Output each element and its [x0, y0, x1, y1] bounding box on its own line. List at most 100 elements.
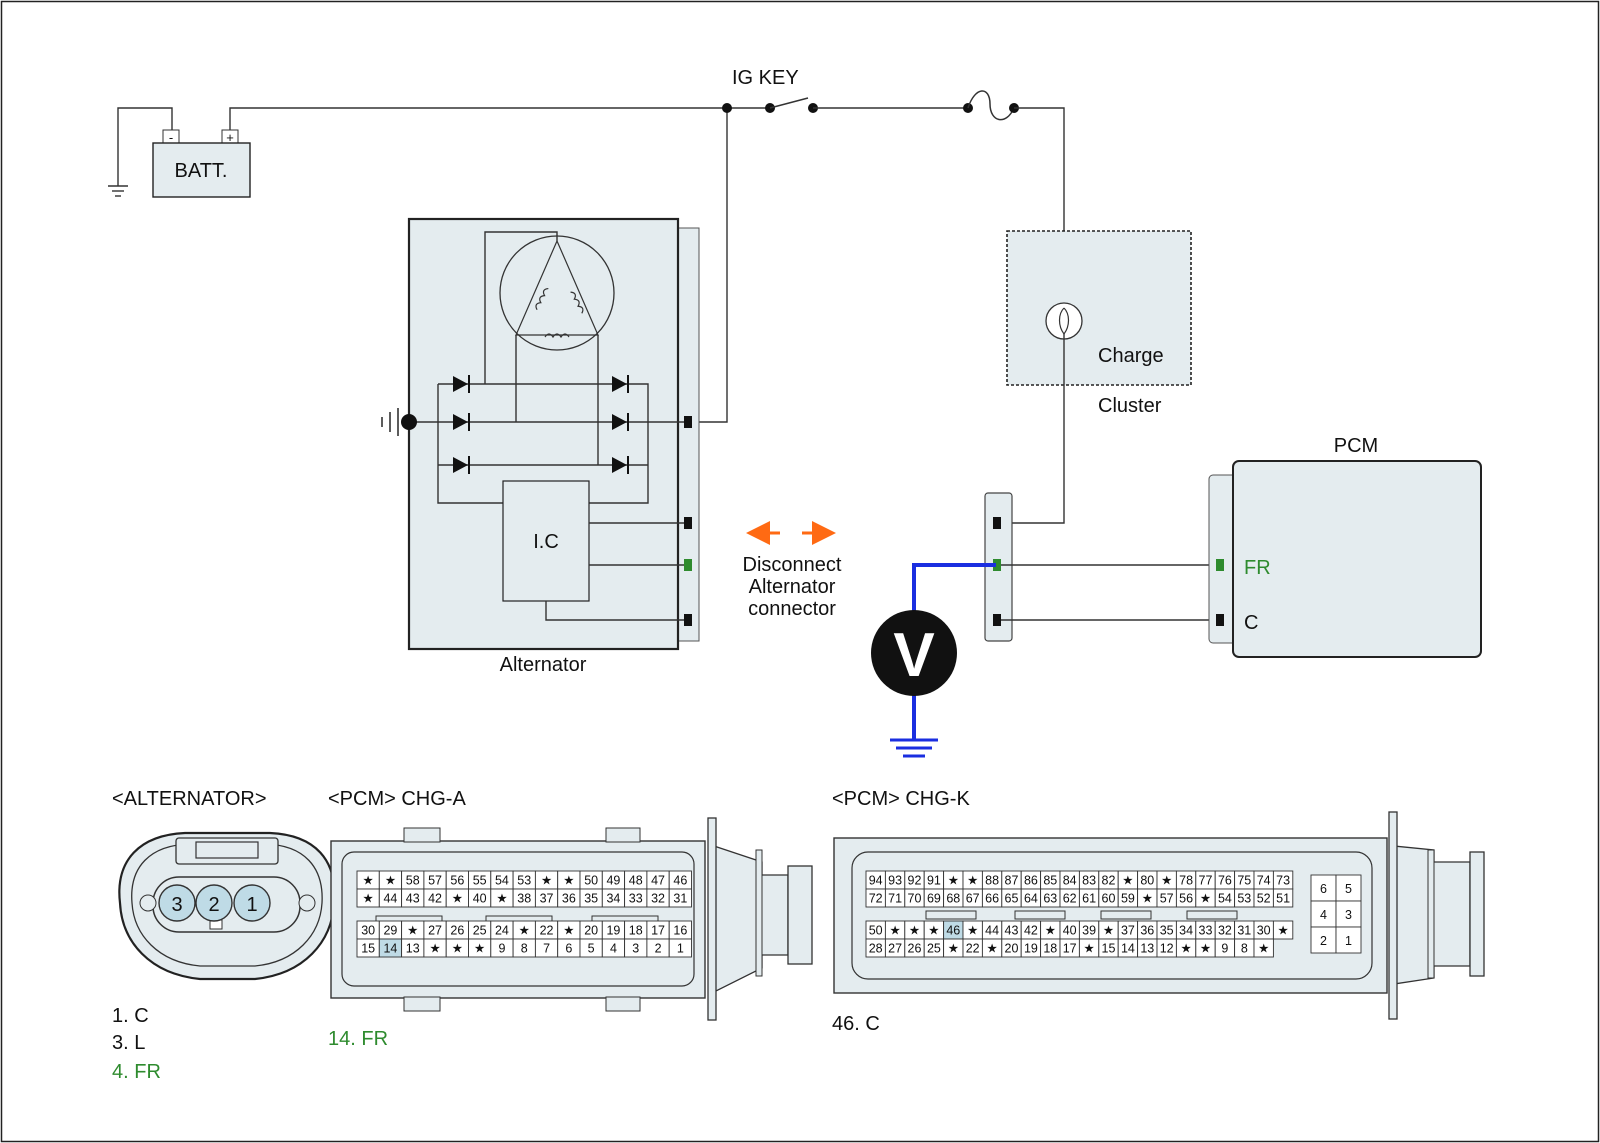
chg-k-pin-label: 84	[1063, 874, 1077, 888]
chg-a-pin-label: 56	[450, 874, 464, 888]
chg-a-cell	[668, 888, 692, 908]
alt-legend-3: 4. FR	[112, 1061, 161, 1083]
chg-k-pin-label: 65	[1005, 892, 1019, 906]
chg-a-pin-label: 40	[473, 892, 487, 906]
chg-a-pin-label: 29	[383, 924, 397, 938]
chg-k-pin-label: 69	[927, 892, 941, 906]
chg-a-pin-label: 18	[629, 924, 643, 938]
chg-k-side-pin-label: 3	[1345, 908, 1352, 922]
chg-k-pin-label: 42	[1024, 924, 1038, 938]
chg-k-pin-label: 87	[1005, 874, 1019, 888]
chg-k-pin-label: 22	[966, 942, 980, 956]
chg-k-legend: 46. C	[832, 1013, 880, 1035]
chg-k-pin-label: 46	[946, 924, 960, 938]
chg-a-pin-label: ★	[496, 892, 507, 906]
chg-k-pin-label: ★	[909, 924, 920, 938]
chg-k-pin-label: 91	[927, 874, 941, 888]
chg-k-pin-label: 76	[1218, 874, 1232, 888]
chg-a-pin-label: 38	[517, 892, 531, 906]
chg-k-connector-body	[833, 811, 1485, 1020]
chg-a-pin-label: 34	[606, 892, 620, 906]
battery: - + BATT.	[152, 129, 251, 198]
ig-key-label: IG KEY	[732, 67, 799, 89]
chg-k-pin-label: ★	[1277, 924, 1288, 938]
chg-a-pin-label: 55	[473, 874, 487, 888]
cluster-label: Cluster	[1098, 395, 1162, 417]
chg-a-pin-label: 8	[521, 942, 528, 956]
chg-a-pin-label: ★	[541, 874, 552, 888]
chg-a-pin-label: 57	[428, 874, 442, 888]
chg-k-side-cell	[1310, 874, 1337, 902]
alt-legend-2: 3. L	[112, 1032, 145, 1054]
chg-k-side-cell	[1335, 926, 1362, 954]
chg-k-pin-label: 35	[1160, 924, 1174, 938]
chg-k-pin-label: 54	[1218, 892, 1232, 906]
disconnect-note-line1: Disconnect	[743, 554, 842, 576]
chg-k-pin-label: ★	[948, 874, 959, 888]
chg-k-side-pin-label: 1	[1345, 934, 1352, 948]
chg-a-pin-label: 50	[584, 874, 598, 888]
chg-k-pin-label: 66	[985, 892, 999, 906]
chg-k-pin-label: 14	[1121, 942, 1135, 956]
chg-k-pin-label: 88	[985, 874, 999, 888]
chg-k-pin-label: 71	[888, 892, 902, 906]
chg-k-pin-label: 17	[1063, 942, 1077, 956]
chg-k-pin-label: 85	[1043, 874, 1057, 888]
chg-k-pin-label: 28	[869, 942, 883, 956]
chg-k-side-cell	[1335, 900, 1362, 928]
charge-label: Charge	[1098, 345, 1164, 367]
pcm-label: PCM	[1334, 435, 1378, 457]
chg-a-pin-label: ★	[363, 892, 374, 906]
chg-a-pin-label: 31	[673, 892, 687, 906]
chg-k-pin-label: ★	[948, 942, 959, 956]
chg-k-pin-label: 75	[1237, 874, 1251, 888]
voltmeter-symbol: V	[893, 621, 934, 690]
chg-k-pin-label: 53	[1237, 892, 1251, 906]
chg-a-pin-label: 30	[361, 924, 375, 938]
chg-k-pin-label: ★	[986, 942, 997, 956]
chg-a-pin-label: 1	[677, 942, 684, 956]
chg-k-pin-label: 8	[1241, 942, 1248, 956]
chg-k-pin-label: 83	[1082, 874, 1096, 888]
chg-k-pin-label: 12	[1160, 942, 1174, 956]
chg-a-pin-label: 43	[406, 892, 420, 906]
alternator-unit	[381, 217, 700, 651]
alternator-label: Alternator	[500, 654, 587, 676]
ic-label: I.C	[533, 531, 559, 553]
chg-k-pin-label: 82	[1102, 874, 1116, 888]
chg-k-pin-label: 26	[908, 942, 922, 956]
chg-k-pin-label: 40	[1063, 924, 1077, 938]
chg-a-pin-label: ★	[407, 924, 418, 938]
chg-a-pin-label: 9	[498, 942, 505, 956]
chg-k-pin-label: 86	[1024, 874, 1038, 888]
chg-a-pin-label: 14	[383, 942, 397, 956]
chg-k-pin-label: 61	[1082, 892, 1096, 906]
chg-k-pin-label: 67	[966, 892, 980, 906]
chg-k-pin-label: 72	[869, 892, 883, 906]
chg-k-pin-label: ★	[1180, 942, 1191, 956]
disconnect-note-line2: Alternator	[749, 576, 836, 598]
chg-a-connector-title: <PCM> CHG-A	[328, 788, 466, 810]
alt-pin-2: 2	[208, 894, 219, 916]
alt-pin-1: 1	[246, 894, 257, 916]
alternator-connector-title: <ALTERNATOR>	[112, 788, 267, 810]
battery-pos-terminal: +	[226, 130, 234, 145]
chg-k-cell	[1272, 920, 1294, 940]
chg-a-pin-label: ★	[474, 942, 485, 956]
chg-k-cell	[1253, 938, 1274, 958]
chg-k-pin-label: 63	[1043, 892, 1057, 906]
chg-a-pin-label: 24	[495, 924, 509, 938]
chg-k-pin-label: 19	[1024, 942, 1038, 956]
chg-k-pin-label: 44	[985, 924, 999, 938]
chg-a-pin-label: 6	[565, 942, 572, 956]
chg-k-pin-label: 50	[869, 924, 883, 938]
chg-k-pin-label: ★	[1103, 924, 1114, 938]
alt-legend-1: 1. C	[112, 1005, 149, 1027]
chg-a-pin-label: 13	[406, 942, 420, 956]
chg-k-pin-label: ★	[1200, 942, 1211, 956]
chg-k-pin-label: 30	[1257, 924, 1271, 938]
chg-k-cell	[1272, 888, 1294, 908]
